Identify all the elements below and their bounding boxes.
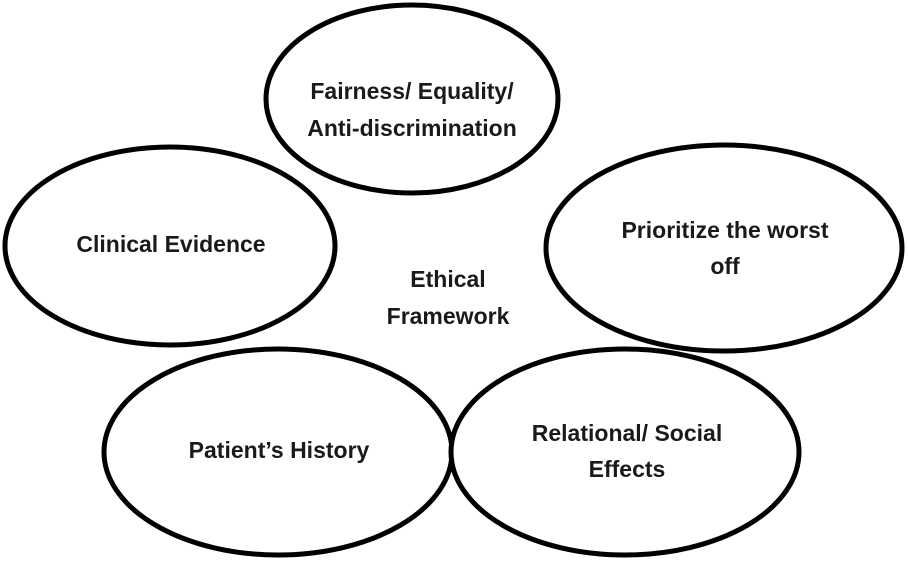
node-fairness-ellipse	[263, 2, 561, 196]
node-clinical-evidence: Clinical Evidence	[2, 144, 338, 348]
node-fairness-label-line-1: Fairness/ Equality/	[310, 78, 514, 104]
node-relational-social-effects-label-line-1: Relational/ Social	[532, 420, 722, 446]
node-relational-social-effects-ellipse	[448, 346, 802, 558]
node-prioritize-worst-off-label-line-2: off	[710, 253, 740, 279]
node-prioritize-worst-off-ellipse	[543, 142, 905, 354]
center-label-line-1: Ethical	[410, 266, 485, 292]
node-relational-social-effects-label-line-2: Effects	[589, 456, 666, 482]
node-patients-history: Patient’s History	[101, 346, 455, 558]
node-prioritize-worst-off: Prioritize the worst off	[543, 142, 905, 354]
node-fairness: Fairness/ Equality/ Anti-discrimination	[263, 2, 561, 196]
node-prioritize-worst-off-label-line-1: Prioritize the worst	[621, 217, 828, 243]
node-clinical-evidence-label: Clinical Evidence	[76, 231, 265, 257]
node-clinical-evidence-ellipse	[2, 144, 338, 348]
center-label-line-2: Framework	[387, 303, 510, 329]
node-relational-social-effects: Relational/ Social Effects	[448, 346, 802, 558]
node-patients-history-label: Patient’s History	[189, 437, 370, 463]
node-fairness-label-line-2: Anti-discrimination	[307, 115, 517, 141]
center-ethical-framework: Ethical Framework	[387, 266, 510, 329]
